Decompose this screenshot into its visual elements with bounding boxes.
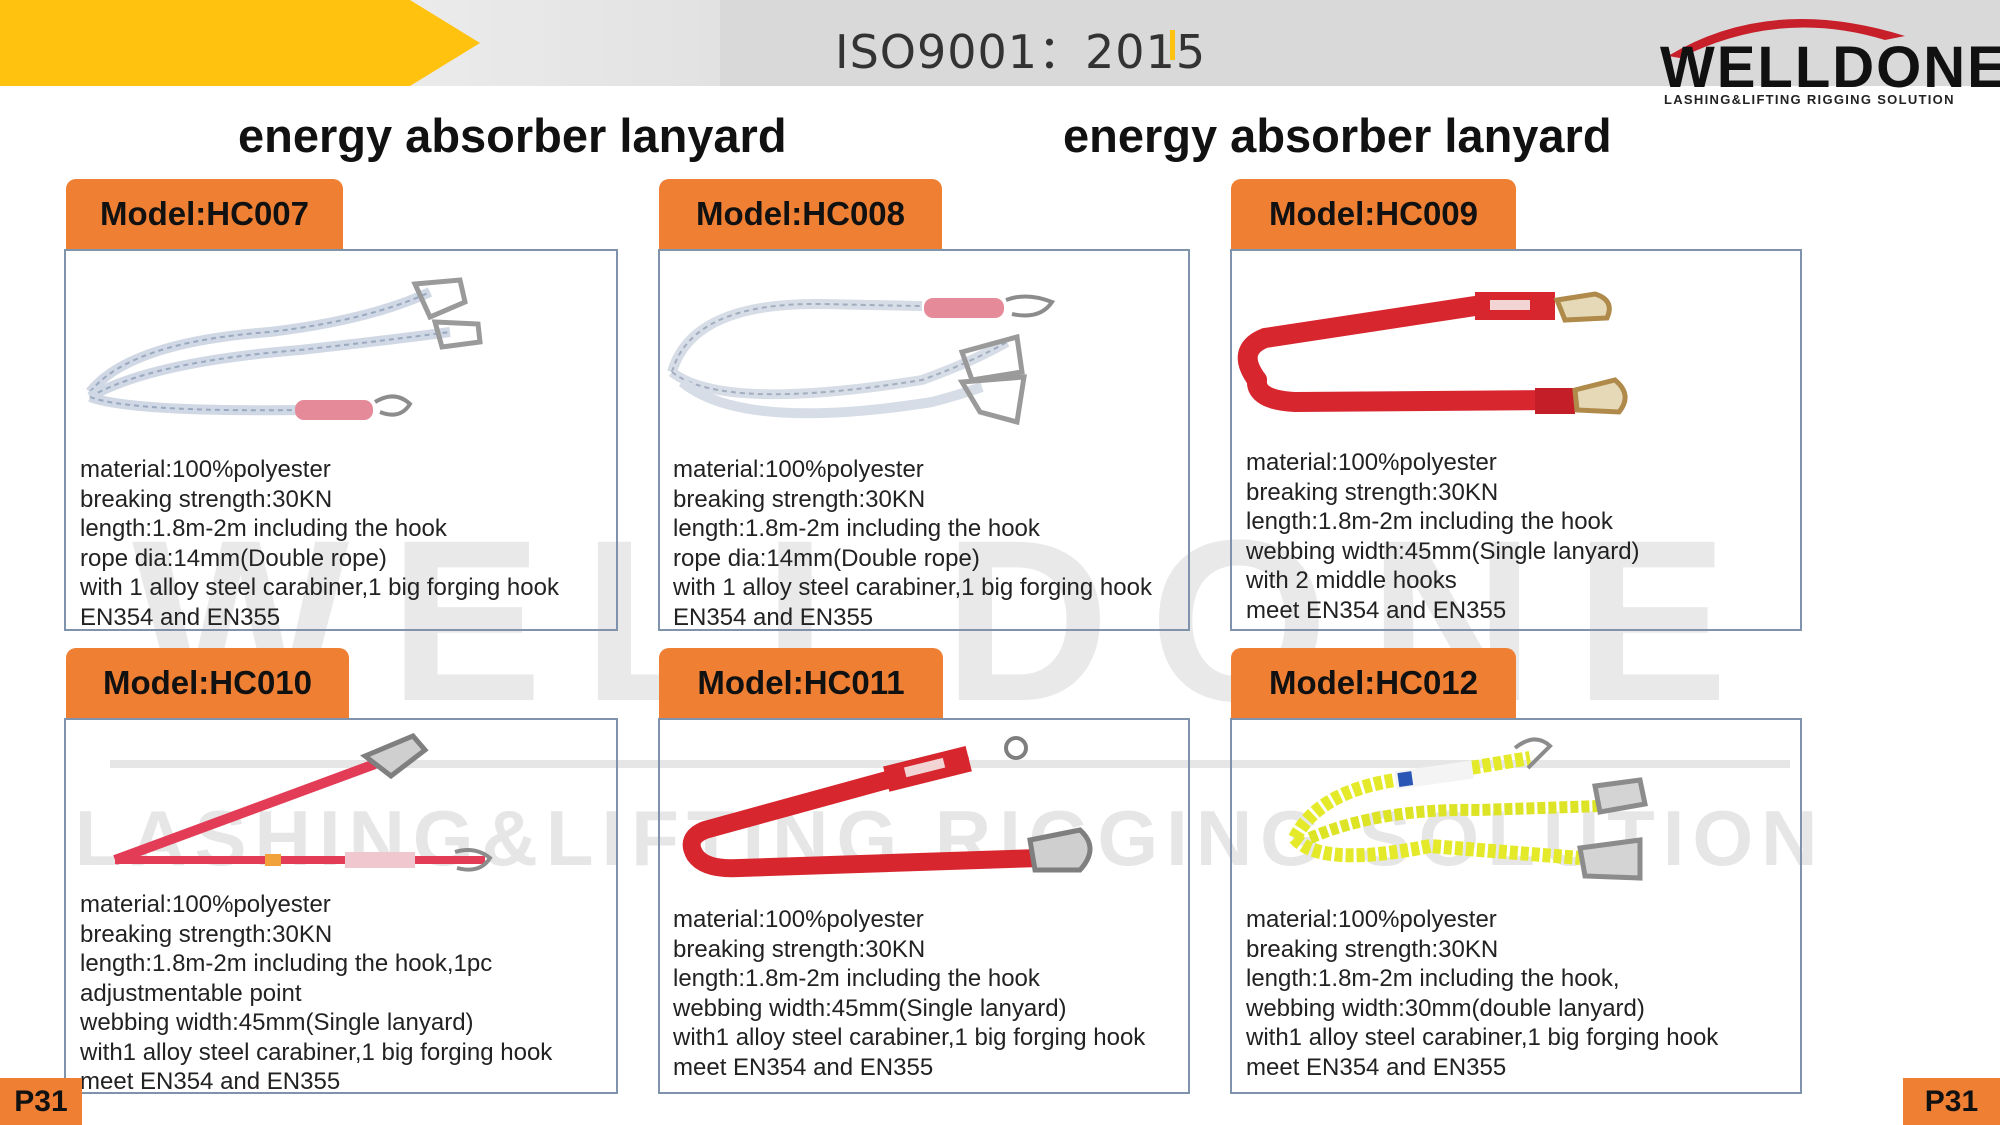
product-image-hc010 (113, 732, 493, 872)
spec-list-hc010: material:100%polyester breaking strength… (80, 890, 552, 1097)
spec-line: with1 alloy steel carabiner,1 big forgin… (80, 1038, 553, 1066)
spec-list-hc008: material:100%polyester breaking strength… (673, 455, 1152, 632)
spec-list-hc007: material:100%polyester breaking strength… (80, 455, 559, 632)
product-card-hc007 (64, 249, 618, 631)
spec-line: meet EN354 and EN355 (673, 1053, 934, 1081)
product-image-hc007 (86, 277, 483, 420)
model-tab-hc008: Model:HC008 (659, 179, 942, 249)
iso-accent-bar (1170, 30, 1175, 60)
spec-line: rope dia:14mm(Double rope) (673, 544, 980, 572)
spec-line: webbing width:30mm(double lanyard) (1246, 994, 1645, 1022)
spec-line: EN354 and EN355 (673, 603, 874, 631)
logo-arc-icon (1668, 19, 1905, 58)
model-tab-hc007: Model:HC007 (66, 179, 343, 249)
product-image-hc008 (667, 294, 1056, 426)
spec-line: meet EN354 and EN355 (1246, 596, 1507, 624)
model-tab-hc012: Model:HC012 (1231, 648, 1516, 718)
spec-line: webbing width:45mm(Single lanyard) (673, 994, 1067, 1022)
spec-line: length:1.8m-2m including the hook (80, 515, 447, 542)
section-heading-left: energy absorber lanyard (238, 109, 787, 162)
spec-list-hc012: material:100%polyester breaking strength… (1246, 905, 1718, 1082)
spec-line: length:1.8m-2m including the hook (673, 515, 1040, 542)
spec-list-hc011: material:100%polyester breaking strength… (673, 905, 1145, 1082)
header-band (720, 0, 2000, 86)
iso-certification: ISO9001：2015 (835, 25, 1207, 79)
spec-line: material:100%polyester (1246, 906, 1497, 933)
product-image-hc011 (682, 736, 1093, 878)
product-card-hc010 (64, 718, 618, 1094)
spec-line: breaking strength:30KN (80, 485, 333, 513)
product-card-hc009 (1230, 249, 1802, 631)
product-card-hc011 (658, 718, 1190, 1094)
spec-line: length:1.8m-2m including the hook (673, 965, 1040, 992)
spec-line: with 1 alloy steel carabiner,1 big forgi… (80, 574, 559, 601)
spec-line: breaking strength:30KN (673, 485, 926, 513)
spec-line: material:100%polyester (1246, 449, 1497, 476)
logo-tagline: LASHING&LIFTING RIGGING SOLUTION (1664, 92, 1955, 107)
welldone-logo: WELLDONE LASHING&LIFTING RIGGING SOLUTIO… (1660, 0, 2000, 112)
section-heading-right: energy absorber lanyard (1063, 109, 1612, 162)
spec-line: rope dia:14mm(Double rope) (80, 544, 387, 572)
spec-line: length:1.8m-2m including the hook,1pc (80, 950, 493, 977)
spec-line: with1 alloy steel carabiner,1 big forgin… (1246, 1024, 1719, 1051)
model-tab-hc011: Model:HC011 (659, 648, 943, 718)
product-card-hc012 (1230, 718, 1802, 1094)
spec-line: material:100%polyester (80, 891, 331, 918)
page-number-right: P31 (1903, 1078, 2000, 1125)
spec-line: breaking strength:30KN (1246, 478, 1499, 506)
spec-line: webbing width:45mm(Single lanyard) (80, 1009, 474, 1036)
model-tab-hc009: Model:HC009 (1231, 179, 1516, 249)
spec-line: breaking strength:30KN (80, 920, 333, 948)
spec-line: with 1 alloy steel carabiner,1 big forgi… (673, 574, 1152, 601)
header-arrow-shape (0, 0, 480, 86)
spec-line: material:100%polyester (673, 906, 924, 933)
spec-line: with 2 middle hooks (1246, 567, 1457, 594)
spec-line: breaking strength:30KN (673, 935, 926, 963)
product-image-hc009 (1237, 291, 1628, 415)
spec-line: material:100%polyester (673, 456, 924, 483)
product-image-hc012 (1288, 737, 1648, 881)
spec-line: EN354 and EN355 (80, 603, 281, 631)
spec-line: meet EN354 and EN355 (1246, 1053, 1507, 1081)
page-number-left: P31 (0, 1078, 82, 1125)
product-card-hc008 (658, 249, 1190, 631)
spec-line: length:1.8m-2m including the hook (1246, 508, 1613, 535)
spec-line: with1 alloy steel carabiner,1 big forgin… (673, 1024, 1146, 1051)
spec-line: meet EN354 and EN355 (80, 1068, 341, 1095)
model-tab-hc010: Model:HC010 (66, 648, 349, 718)
spec-line: adjustmentable point (80, 979, 302, 1007)
spec-line: webbing width:45mm(Single lanyard) (1246, 537, 1640, 565)
logo-name: WELLDONE (1660, 35, 2000, 100)
spec-line: breaking strength:30KN (1246, 935, 1499, 963)
spec-line: material:100%polyester (80, 456, 331, 483)
spec-list-hc009: material:100%polyester breaking strength… (1246, 448, 1640, 625)
spec-line: length:1.8m-2m including the hook, (1246, 965, 1620, 992)
